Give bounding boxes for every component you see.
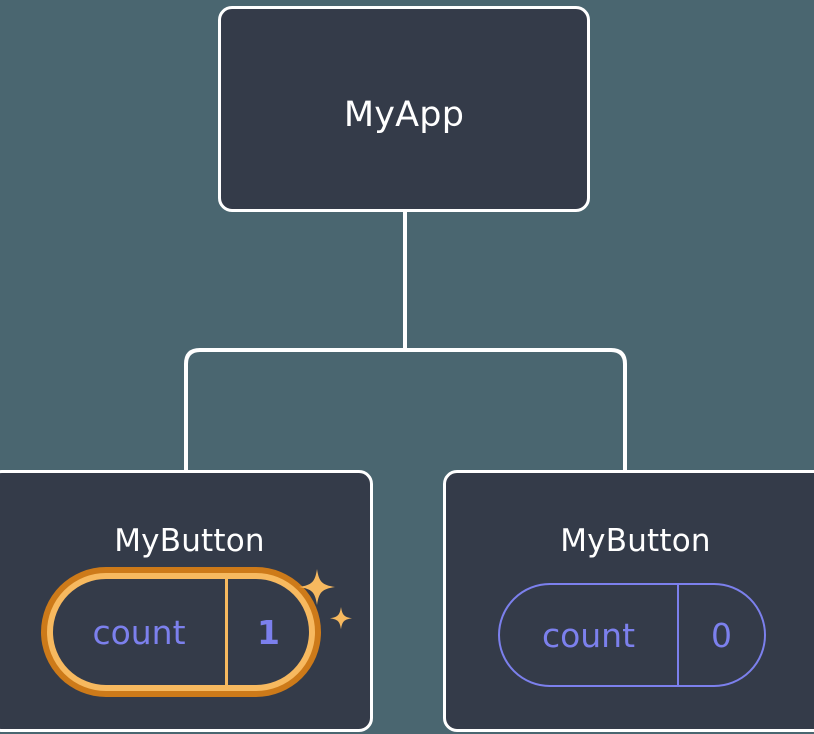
state-pill-count[interactable]: count 0 [498, 583, 766, 687]
node-mybutton-right-label: MyButton [560, 523, 711, 559]
state-pill-left-value: 1 [225, 579, 309, 685]
node-mybutton-left[interactable]: MyButton count 1 [0, 470, 373, 732]
node-myapp-label: MyApp [343, 95, 465, 135]
node-myapp[interactable]: MyApp [218, 6, 590, 212]
state-pill-right-wrapper: count 0 [498, 583, 766, 687]
node-mybutton-left-label: MyButton [114, 523, 265, 559]
edge-bracket [184, 348, 627, 470]
state-pill-count-updated[interactable]: count 1 [47, 573, 315, 691]
state-pill-left-wrapper: count 1 [47, 573, 315, 691]
sparkles-icon [299, 569, 352, 630]
node-mybutton-right[interactable]: MyButton count 0 [443, 470, 814, 732]
state-pill-left-key: count [92, 612, 186, 652]
state-pill-right-value: 0 [677, 585, 764, 685]
state-pill-right-key: count [541, 615, 636, 655]
